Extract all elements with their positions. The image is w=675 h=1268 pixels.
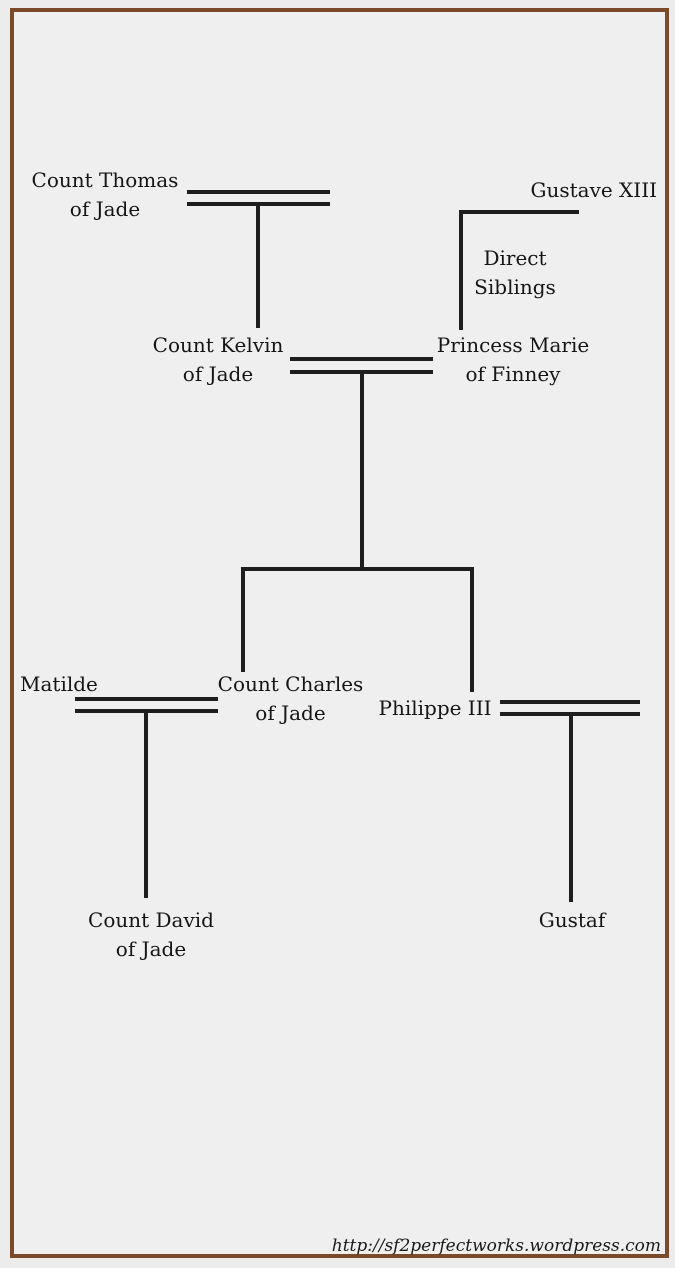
- sibling-label-line1: Direct: [483, 246, 547, 270]
- person-marie-house: of Finney: [465, 362, 561, 386]
- person-philippe-name: Philippe III: [378, 696, 492, 720]
- watermark-url: http://sf2perfectworks.wordpress.com: [331, 1236, 661, 1256]
- person-gustaf: Gustaf: [522, 906, 622, 935]
- person-charles: Count Charles of Jade: [213, 670, 368, 728]
- person-gustaf-name: Gustaf: [538, 908, 606, 932]
- person-david-house: of Jade: [115, 937, 187, 961]
- person-marie: Princess Marie of Finney: [432, 331, 594, 389]
- diagram-frame: [10, 8, 669, 1258]
- sibling-label-line2: Siblings: [474, 275, 556, 299]
- person-gustave-name: Gustave XIII: [530, 178, 657, 202]
- person-charles-name: Count Charles: [217, 672, 364, 696]
- person-david: Count David of Jade: [77, 906, 225, 964]
- person-thomas-house: of Jade: [69, 197, 141, 221]
- person-kelvin-name: Count Kelvin: [152, 333, 284, 357]
- person-matilde: Matilde: [20, 670, 120, 699]
- person-david-name: Count David: [88, 908, 214, 932]
- sibling-label: Direct Siblings: [465, 244, 565, 302]
- person-philippe: Philippe III: [372, 694, 498, 723]
- person-thomas: Count Thomas of Jade: [30, 166, 180, 224]
- person-matilde-name: Matilde: [20, 672, 98, 696]
- person-kelvin: Count Kelvin of Jade: [143, 331, 293, 389]
- person-thomas-name: Count Thomas: [31, 168, 179, 192]
- person-gustave: Gustave XIII: [515, 176, 657, 205]
- person-marie-name: Princess Marie: [436, 333, 590, 357]
- sibling-line-gustave-marie: [459, 210, 579, 330]
- person-kelvin-house: of Jade: [182, 362, 254, 386]
- person-charles-house: of Jade: [255, 701, 326, 725]
- children-bracket: [241, 567, 474, 692]
